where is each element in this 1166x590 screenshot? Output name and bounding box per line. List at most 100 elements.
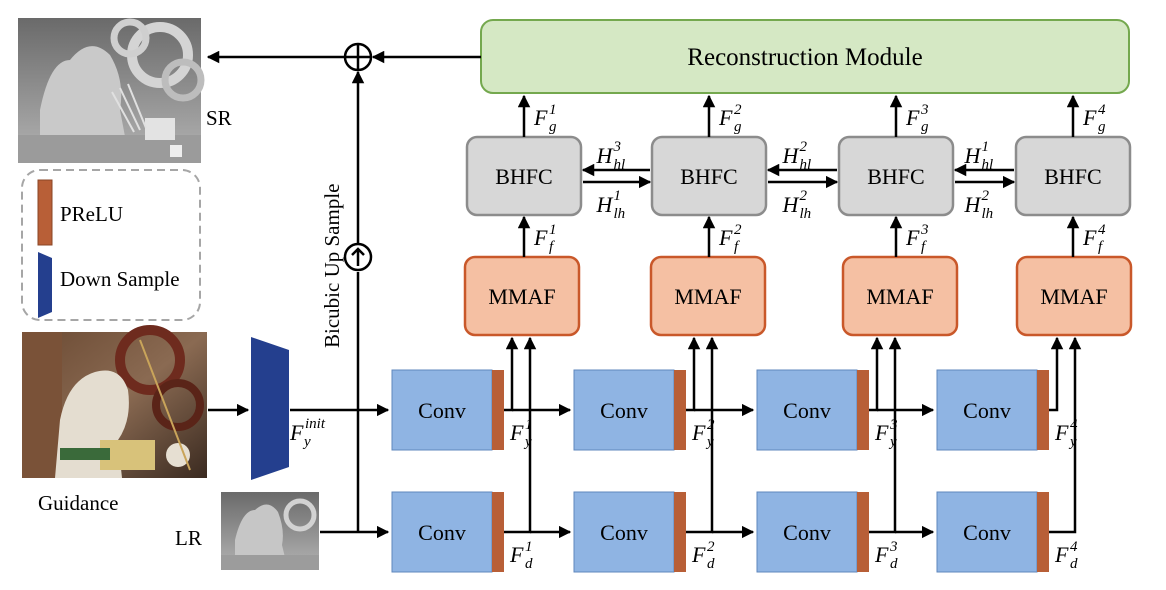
label-fg-1-sup: 1 [549, 102, 557, 118]
svg-text:init: init [305, 416, 326, 432]
conv-d-prelu [857, 492, 869, 572]
conv-y-block-4: Conv [936, 369, 1049, 451]
mmaf-block-3: MMAF [841, 255, 959, 337]
label-fd-4-base: F [1054, 542, 1069, 567]
label-fd-2-sup: 2 [707, 539, 715, 555]
label-ff-2-base: F [718, 225, 733, 250]
conv-d-prelu [674, 492, 686, 572]
h-lh-base: H [596, 192, 614, 217]
fy-to-mmaf-arrow [869, 336, 884, 412]
conv-y-block-3: Conv [756, 369, 869, 451]
conv-y-body [756, 369, 858, 451]
conv-d-label: Conv [600, 520, 648, 545]
label-fy-3-sup: 3 [889, 417, 898, 433]
fy-to-mmaf-arrow [1049, 336, 1064, 412]
label-fd-3-sup: 3 [889, 539, 898, 555]
label-ff-1-sup: 1 [549, 222, 557, 238]
guidance-label: Guidance [38, 491, 118, 515]
mmaf-block-1-label: MMAF [488, 284, 555, 309]
guidance-image [22, 325, 207, 478]
h-lh-base: H [782, 192, 800, 217]
mmaf-block-1-box [463, 255, 581, 337]
label-fy-2-sup: 2 [707, 417, 715, 433]
label-fg-4-sub: g [1098, 119, 1106, 135]
label-fy-2-sub: y [705, 434, 714, 450]
h-lh-sup: 2 [982, 188, 990, 204]
conv-y-label: Conv [783, 398, 831, 423]
h-hl-base: H [964, 143, 982, 168]
label-fg-2-sup: 2 [734, 102, 742, 118]
conv-d-body [756, 491, 858, 573]
f-init-label: F y init [289, 416, 326, 450]
label-fd-1-base: F [509, 542, 524, 567]
sr-label: SR [206, 106, 232, 130]
label-fg-1-base: F [533, 105, 548, 130]
conv-y-block-1: Conv [391, 369, 504, 451]
conv-y-prelu [492, 370, 504, 450]
label-fg-4-sup: 4 [1098, 102, 1106, 118]
h-lh-sub: lh [614, 206, 626, 222]
down-sample-legend-label: Down Sample [60, 267, 180, 291]
label-fg-3-base: F [905, 105, 920, 130]
sr-image [18, 18, 205, 163]
mmaf-block-4-label: MMAF [1040, 284, 1107, 309]
legend: PReLU Down Sample [21, 169, 201, 321]
conv-d-block-4: Conv [936, 491, 1049, 573]
sum-node [343, 42, 373, 72]
bhfc-block-3: BHFC [837, 135, 955, 217]
conv-d-body [573, 491, 675, 573]
conv-d-block-1: Conv [391, 491, 504, 573]
label-ff-4-sup: 4 [1098, 222, 1106, 238]
conv-y-block-2: Conv [573, 369, 686, 451]
mmaf-block-4: MMAF [1015, 255, 1133, 337]
conv-d-body [391, 491, 493, 573]
fd-to-mmaf-arrow [1049, 336, 1082, 534]
mmaf-block-3-label: MMAF [866, 284, 933, 309]
h-hl-sub: hl [982, 157, 994, 173]
label-fd-1-sup: 1 [525, 539, 533, 555]
label-fy-3-sub: y [888, 434, 897, 450]
label-fd-4-sub: d [1070, 556, 1078, 572]
fy-to-mmaf-arrow [504, 336, 519, 412]
bhfc-block-2: BHFC [650, 135, 768, 217]
label-ff-3-sub: f [921, 239, 927, 255]
label-ff-1-base: F [533, 225, 548, 250]
bhfc-block-4-label: BHFC [1044, 164, 1101, 189]
label-fy-4-sup: 4 [1070, 417, 1078, 433]
conv-y-prelu [674, 370, 686, 450]
label-fg-3-sup: 3 [920, 102, 929, 118]
conv-y-label: Conv [418, 398, 466, 423]
conv-d-body [936, 491, 1038, 573]
mmaf-block-1: MMAF [463, 255, 581, 337]
label-fy-4-base: F [1054, 420, 1069, 445]
label-fg-2-sub: g [734, 119, 742, 135]
conv-y-label: Conv [600, 398, 648, 423]
label-fy-4-sub: y [1068, 434, 1077, 450]
label-ff-4-base: F [1082, 225, 1097, 250]
reconstruction-module-label: Reconstruction Module [687, 44, 922, 71]
label-fd-2-base: F [691, 542, 706, 567]
label-ff-4-sub: f [1098, 239, 1104, 255]
h-hl-sub: hl [614, 157, 626, 173]
label-fy-3-base: F [874, 420, 889, 445]
label-fd-1-sub: d [525, 556, 533, 572]
main-connectors [206, 50, 481, 539]
label-fg-3-sub: g [921, 119, 929, 135]
bhfc-block-1: BHFC [465, 135, 583, 217]
bhfc-block-2-label: BHFC [680, 164, 737, 189]
conv-y-body [573, 369, 675, 451]
h-hl-sup: 3 [613, 139, 622, 155]
label-fd-3-base: F [874, 542, 889, 567]
label-ff-1-sub: f [549, 239, 555, 255]
label-ff-3-base: F [905, 225, 920, 250]
conv-d-block-2: Conv [573, 491, 686, 573]
